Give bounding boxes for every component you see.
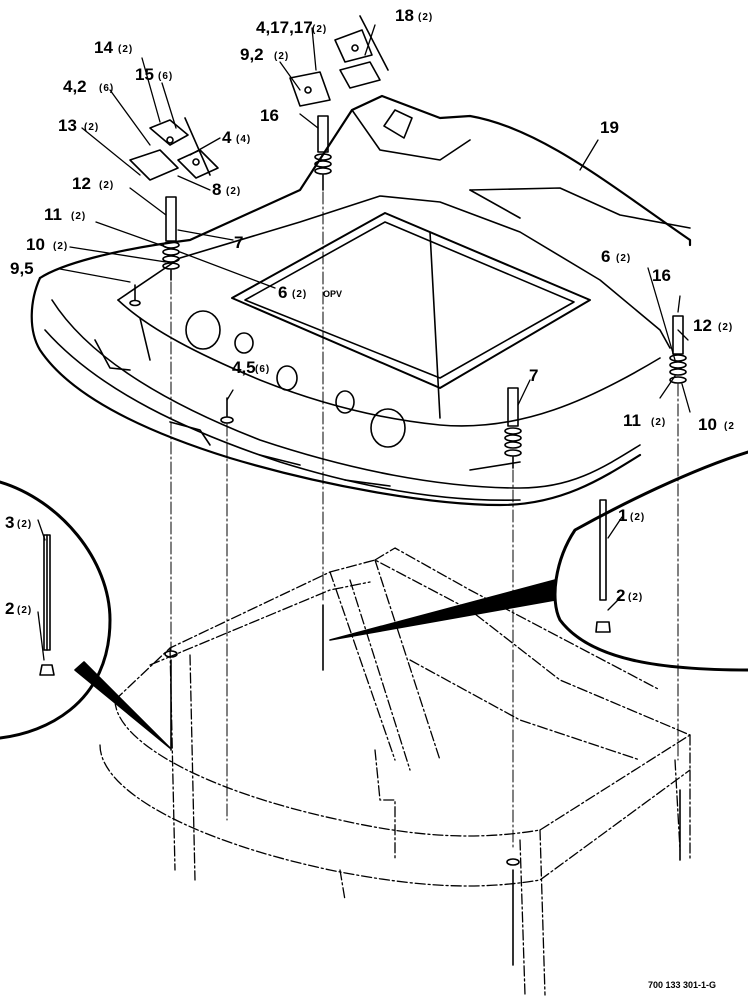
callout-13: 13 (2) (58, 116, 99, 135)
stud-stack-rear (314, 115, 332, 191)
svg-text:(2): (2) (628, 592, 643, 603)
svg-text:(2): (2) (84, 122, 99, 133)
stud-stack-right-side (669, 315, 687, 384)
svg-text:(2): (2) (17, 519, 32, 530)
svg-text:18: 18 (395, 6, 414, 25)
svg-text:7: 7 (529, 366, 538, 385)
callout-10a: 10 (2) (26, 235, 68, 254)
svg-text:13: 13 (58, 116, 77, 135)
callout-9-5: 9,5 (10, 259, 34, 278)
detail-circle-right (329, 450, 748, 672)
alignment-lines (170, 191, 679, 851)
callout-11a: 11 (2) (44, 205, 86, 224)
svg-text:7: 7 (234, 233, 243, 252)
svg-text:4,17,17: 4,17,17 (256, 18, 313, 37)
leader-lines (37, 24, 691, 661)
callout-1: 1 (2) (618, 506, 645, 525)
bolt-front-center (220, 397, 234, 424)
callout-16a: 16 (260, 106, 279, 125)
svg-text:9,5: 9,5 (10, 259, 34, 278)
svg-text:10: 10 (26, 235, 45, 254)
svg-text:6: 6 (278, 283, 287, 302)
svg-text:1: 1 (618, 506, 627, 525)
svg-text:(2): (2) (718, 322, 733, 333)
callout-3: 3 (2) (5, 513, 32, 532)
svg-text:(2): (2) (616, 253, 631, 264)
callout-4-5: 4,5 (6) (232, 358, 270, 377)
callout-12b: 12 (2) (693, 316, 733, 335)
callout-6b: 6 (2) (601, 247, 631, 266)
svg-text:4,5: 4,5 (232, 358, 256, 377)
svg-text:(2): (2) (226, 186, 241, 197)
frame-bolts (164, 604, 681, 966)
svg-text:4: 4 (222, 128, 232, 147)
svg-text:10: 10 (698, 415, 717, 434)
callout-7a: 7 (234, 233, 243, 252)
svg-text:2: 2 (5, 599, 14, 618)
svg-text:(2): (2) (53, 241, 68, 252)
callout-7b: 7 (529, 366, 538, 385)
callout-12a: 12 (2) (72, 174, 114, 193)
svg-text:15: 15 (135, 65, 154, 84)
svg-text:19: 19 (600, 118, 619, 137)
svg-text:6: 6 (601, 247, 610, 266)
svg-text:2: 2 (616, 586, 625, 605)
svg-text:(6): (6) (255, 364, 270, 375)
svg-text:(2): (2) (118, 44, 133, 55)
svg-text:4,2: 4,2 (63, 77, 87, 96)
stud-stack-right-front (504, 387, 522, 469)
svg-text:12: 12 (693, 316, 712, 335)
callout-14: 14 (2) (94, 38, 133, 57)
callout-11b: 11 (2) (623, 411, 666, 430)
detail-circle-left (0, 480, 171, 749)
svg-text:12: 12 (72, 174, 91, 193)
bracket-rear (289, 15, 389, 107)
svg-text:(2): (2) (312, 24, 327, 35)
svg-text:(2): (2) (651, 417, 666, 428)
cab-roof (30, 94, 692, 507)
callout-8: 8 (2) (212, 180, 241, 199)
svg-text:11: 11 (623, 411, 641, 430)
callout-2b: 2 (2) (616, 586, 643, 605)
svg-text:(2): (2) (630, 512, 645, 523)
svg-text:3: 3 (5, 513, 14, 532)
svg-text:(2): (2) (418, 12, 433, 23)
callout-18: 18 (2) (395, 6, 433, 25)
callout-6a: 6 (2) OPV (278, 283, 342, 302)
callout-10b: 10 (2 (698, 415, 735, 434)
callout-4-17: 4,17,17 (2) (256, 18, 327, 37)
svg-text:9,2: 9,2 (240, 45, 264, 64)
callout-9-2: 9,2 (2) (240, 45, 289, 64)
svg-text:(2): (2) (274, 51, 289, 62)
callout-2a: 2 (2) (5, 599, 32, 618)
callout-4a: 4 (4) (222, 128, 251, 147)
svg-text:(2): (2) (292, 289, 307, 300)
svg-text:(6): (6) (158, 71, 173, 82)
svg-text:14: 14 (94, 38, 113, 57)
svg-text:(4): (4) (236, 134, 251, 145)
svg-text:(2): (2) (17, 605, 32, 616)
callout-19: 19 (600, 118, 619, 137)
cab-frame (99, 547, 691, 996)
callout-4-2: 4,2 (6) (63, 77, 114, 96)
bracket-left (129, 117, 219, 181)
svg-text:(2): (2) (99, 180, 114, 191)
callout-16b: 16 (652, 266, 671, 285)
callout-15: 15 (6) (135, 65, 173, 84)
drawing-reference: 700 133 301-1-G (648, 980, 716, 990)
stud-stack-left (162, 196, 180, 281)
svg-text:16: 16 (260, 106, 279, 125)
svg-text:(6): (6) (99, 83, 114, 94)
svg-text:(2): (2) (71, 211, 86, 222)
svg-text:(2: (2 (724, 421, 735, 432)
svg-text:8: 8 (212, 180, 221, 199)
svg-text:11: 11 (44, 205, 62, 224)
bolt-front-left (129, 284, 141, 307)
svg-text:16: 16 (652, 266, 671, 285)
svg-text:OPV: OPV (323, 289, 342, 299)
